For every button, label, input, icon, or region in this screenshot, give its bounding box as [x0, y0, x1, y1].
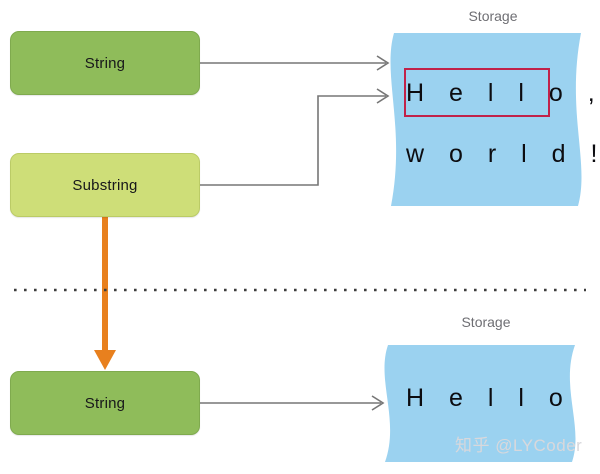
storage-top-line2: w o r l d ! [406, 140, 600, 168]
watermark: 知乎 @LYCoder [455, 436, 583, 455]
node-string-bottom[interactable]: String [10, 371, 200, 435]
node-string-top-label: String [84, 54, 126, 72]
storage-top-line1: H e l l o , [406, 79, 600, 107]
storage-shape-top [390, 33, 582, 206]
storage-bottom-line1: H e l l o [406, 384, 572, 412]
node-substring-label: Substring [72, 176, 138, 194]
node-string-bottom-label: String [84, 394, 126, 412]
connector-substring-to-storage [200, 88, 390, 186]
node-substring[interactable]: Substring [10, 153, 200, 217]
node-string-top[interactable]: String [10, 31, 200, 95]
connector-string-bottom-to-storage [200, 395, 385, 411]
storage-shape-bottom [384, 345, 576, 462]
substring-selection-rect [404, 68, 550, 117]
arrow-substring-to-string [94, 217, 116, 370]
storage-label-bottom: Storage [461, 314, 511, 330]
connector-string-to-storage [200, 55, 390, 71]
storage-label-top: Storage [468, 8, 518, 24]
